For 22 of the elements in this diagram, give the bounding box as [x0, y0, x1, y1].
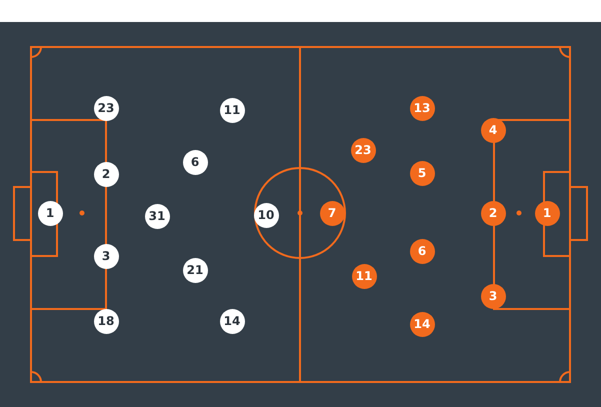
player-number-marker: 10: [254, 202, 278, 228]
player-number-marker: 23: [350, 138, 376, 162]
player-number-marker: 14: [410, 312, 434, 336]
player-number-marker: 13: [410, 96, 434, 120]
player-number-marker: 3: [94, 244, 118, 268]
player-number-marker: 1: [534, 200, 560, 226]
player-number-marker: 21: [182, 258, 208, 282]
player-number-marker: 31: [144, 204, 170, 228]
player-number-marker: 18: [94, 308, 118, 334]
player-number-marker: 11: [352, 264, 376, 288]
player-number-marker: 4: [480, 118, 506, 142]
player-number-marker: 5: [410, 160, 434, 186]
player-number-marker: 23: [94, 96, 118, 120]
player-number-marker: 7: [320, 200, 344, 226]
player-number-marker: 2: [480, 200, 506, 226]
player-number-marker: 6: [182, 150, 208, 174]
player-number-marker: 2: [94, 162, 118, 186]
player-number-marker: 6: [410, 238, 434, 264]
player-number-marker: 11: [220, 98, 244, 122]
player-number-marker: 1: [38, 200, 62, 226]
player-number-marker: 14: [220, 308, 244, 334]
player-number-marker: 3: [480, 284, 506, 308]
